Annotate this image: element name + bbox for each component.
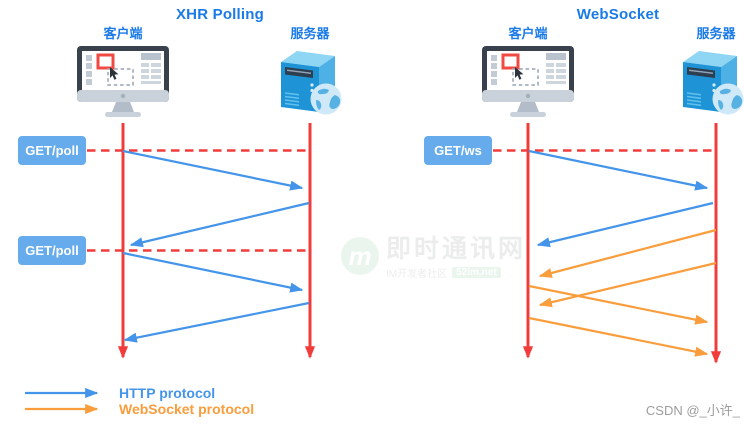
ws-client-to-server-arrow-2 bbox=[528, 316, 709, 357]
ws-handshake-request-arrow bbox=[528, 149, 709, 191]
http-response-arrow-2 bbox=[123, 301, 310, 343]
left-server-label: 服务器 bbox=[290, 26, 330, 41]
right-diagram-title: WebSocket bbox=[576, 6, 660, 23]
ws-client-to-server-arrow-1 bbox=[528, 284, 709, 325]
right-server-icon bbox=[682, 50, 745, 116]
http-response-arrow-1 bbox=[129, 201, 310, 248]
ws-handshake-response-arrow bbox=[536, 201, 714, 248]
http-request-arrow-1 bbox=[122, 149, 304, 191]
left-diagram-title: XHR Polling bbox=[175, 6, 265, 23]
ws-server-to-client-arrow-2 bbox=[538, 261, 717, 308]
legend-http-label: HTTP protocol bbox=[119, 385, 216, 401]
left-client-label: 客户端 bbox=[103, 26, 143, 41]
right-server-label: 服务器 bbox=[696, 26, 736, 41]
get-ws-box: GET/ws bbox=[424, 136, 492, 165]
right-client-monitor-icon bbox=[480, 44, 576, 119]
get-poll-box-2: GET/poll bbox=[18, 236, 86, 265]
get-poll-box-1: GET/poll bbox=[18, 136, 86, 165]
ws-server-to-client-arrow-1 bbox=[538, 228, 717, 278]
credit-text: CSDN @_小许_ bbox=[645, 403, 740, 418]
http-request-arrow-2 bbox=[122, 251, 304, 293]
right-client-label: 客户端 bbox=[508, 26, 548, 41]
left-server-icon bbox=[280, 50, 343, 116]
left-client-monitor-icon bbox=[75, 44, 171, 119]
legend-websocket-label: WebSocket protocol bbox=[119, 401, 255, 417]
